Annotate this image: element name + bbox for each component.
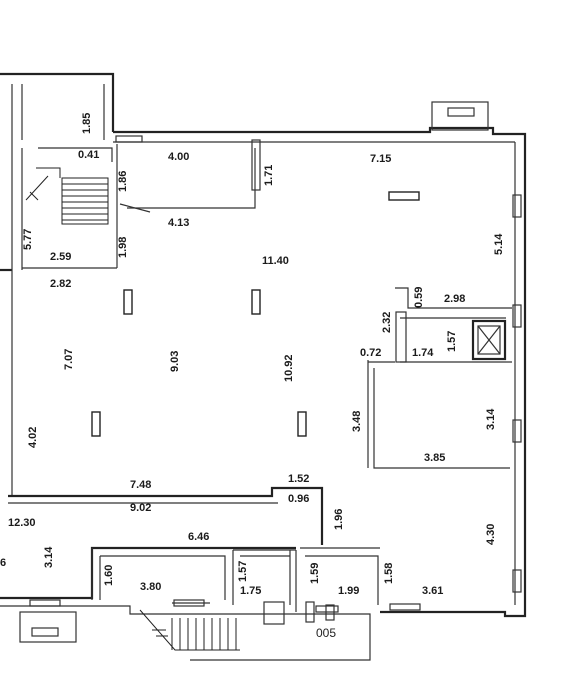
- dimensions: 1.85 0.41 4.00 7.15 1.86 1.71 5.77 4.13 …: [0, 113, 505, 597]
- dim-label: 1.85: [81, 113, 93, 134]
- column: [297, 411, 307, 437]
- dim-label: 6: [0, 557, 6, 569]
- windows: [29, 135, 522, 613]
- vent-bottom-left: [19, 611, 77, 643]
- dim-label: 3.14: [485, 408, 497, 430]
- dim-label: 12.30: [8, 517, 36, 529]
- column: [91, 411, 101, 437]
- dim-label: 3.14: [43, 546, 55, 568]
- dim-label: 1.99: [338, 585, 359, 597]
- dim-label: 11.40: [262, 255, 289, 267]
- dim-label: 1.60: [103, 565, 115, 586]
- dim-label: 3.80: [140, 581, 161, 593]
- dim-label: 4.00: [168, 151, 189, 163]
- column: [388, 191, 420, 201]
- dim-label: 1.75: [240, 585, 261, 597]
- dim-label: 1.98: [117, 237, 129, 258]
- dim-label: 6.46: [188, 531, 209, 543]
- dim-label: 1.52: [288, 473, 309, 485]
- vent-top-right: [431, 101, 489, 131]
- dim-label: 7.48: [130, 479, 151, 491]
- dim-label: 1.58: [383, 563, 395, 584]
- staircase-top-icon: [25, 167, 109, 225]
- dim-label: 4.13: [168, 217, 189, 229]
- dim-label: 2.32: [381, 312, 393, 333]
- dim-label: 1.57: [237, 561, 249, 582]
- dim-label: 0.96: [288, 493, 309, 505]
- doors: [119, 203, 335, 625]
- exterior-walls: [0, 72, 527, 661]
- staircase-bottom-icon: [139, 609, 240, 651]
- dim-label: 7.07: [63, 349, 75, 370]
- room-number-label: 005: [316, 626, 336, 640]
- dim-label: 1.86: [117, 171, 129, 192]
- column: [251, 289, 261, 315]
- dim-label: 9.03: [169, 351, 181, 372]
- dim-label: 0.59: [413, 287, 425, 308]
- dim-label: 2.98: [444, 293, 465, 305]
- dim-label: 5.77: [22, 229, 34, 250]
- dim-label: 4.02: [27, 427, 39, 448]
- dim-label: 10.92: [283, 354, 295, 382]
- dim-label: 1.71: [263, 165, 275, 186]
- dim-label: 1.96: [333, 509, 345, 530]
- dim-label: 0.41: [78, 149, 99, 161]
- dim-label: 0.72: [360, 347, 381, 359]
- dim-label: 2.59: [50, 251, 71, 263]
- dim-label: 4.30: [485, 524, 497, 545]
- dim-label: 3.61: [422, 585, 443, 597]
- dim-label: 5.14: [493, 233, 505, 255]
- dim-label: 7.15: [370, 153, 391, 165]
- columns: [91, 191, 420, 437]
- dim-label: 3.48: [351, 411, 363, 432]
- dim-label: 2.82: [50, 278, 71, 290]
- elevator-icon: [471, 319, 507, 361]
- dim-label: 1.57: [446, 331, 458, 352]
- dim-label: 3.85: [424, 452, 445, 464]
- dim-label: 9.02: [130, 502, 151, 514]
- dim-label: 1.74: [412, 347, 434, 359]
- interior-partitions: [22, 139, 512, 612]
- dim-label: 1.59: [309, 563, 321, 584]
- column: [123, 289, 133, 315]
